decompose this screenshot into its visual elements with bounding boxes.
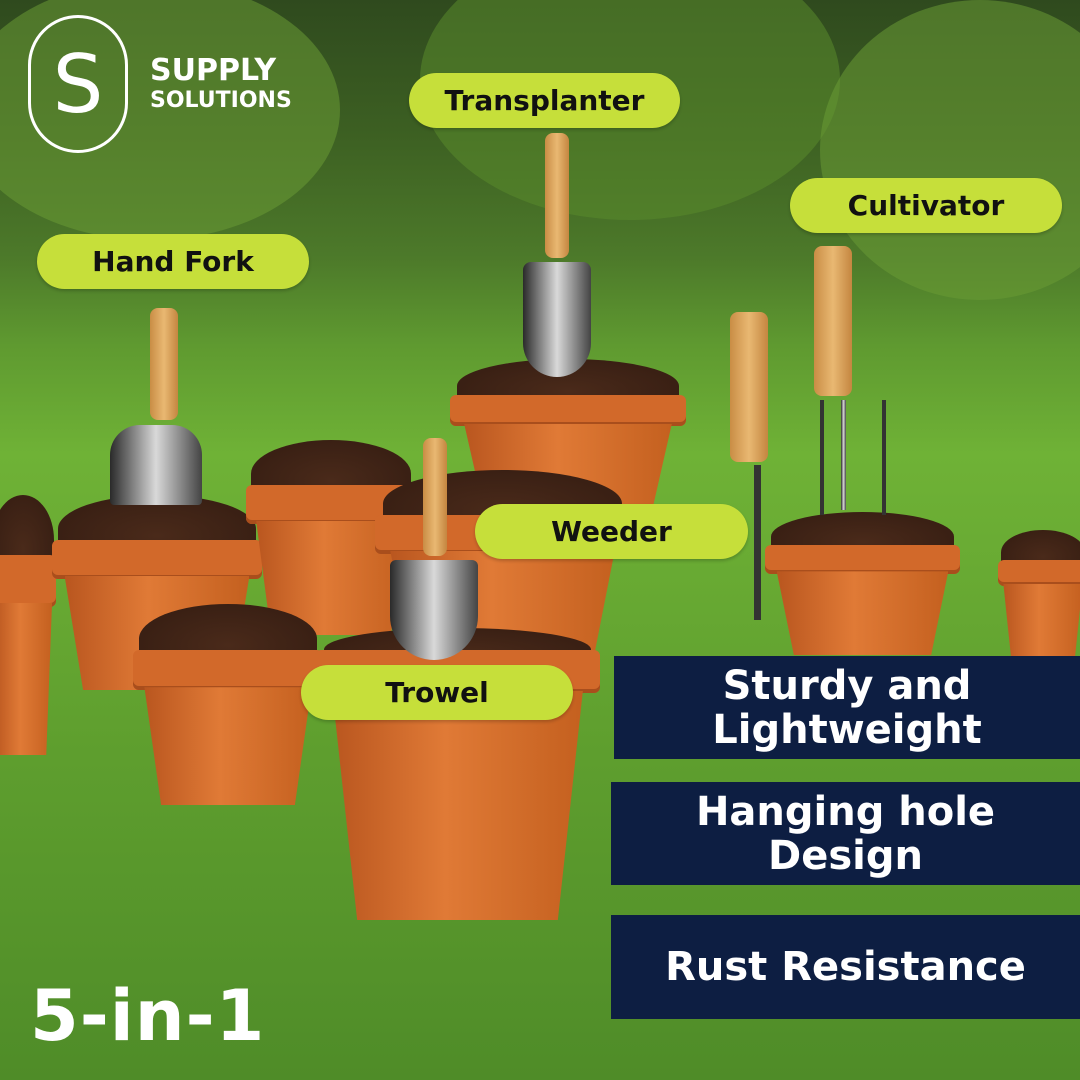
headline-5-in-1: 5-in-1 <box>30 975 266 1057</box>
label-cultivator: Cultivator <box>790 178 1062 233</box>
pot <box>0 495 56 755</box>
brand-logo-monogram: S <box>28 15 128 153</box>
label-transplanter: Transplanter <box>409 73 680 128</box>
foliage <box>820 0 1080 300</box>
feature-hanging-hole: Hanging hole Design <box>611 782 1080 885</box>
pot <box>998 530 1080 660</box>
label-weeder: Weeder <box>475 504 748 559</box>
brand-line-1: SUPPLY <box>150 53 277 88</box>
brand-line-2: SOLUTIONS <box>150 88 292 113</box>
pot <box>133 603 323 805</box>
pot <box>450 359 686 515</box>
label-trowel: Trowel <box>301 665 573 720</box>
feature-rust-resistance: Rust Resistance <box>611 915 1080 1019</box>
logo-letter: S <box>52 37 104 131</box>
brand-name: SUPPLY SOLUTIONS <box>150 56 292 116</box>
feature-sturdy-lightweight: Sturdy and Lightweight <box>614 656 1080 759</box>
pot <box>765 512 960 655</box>
label-hand-fork: Hand Fork <box>37 234 309 289</box>
